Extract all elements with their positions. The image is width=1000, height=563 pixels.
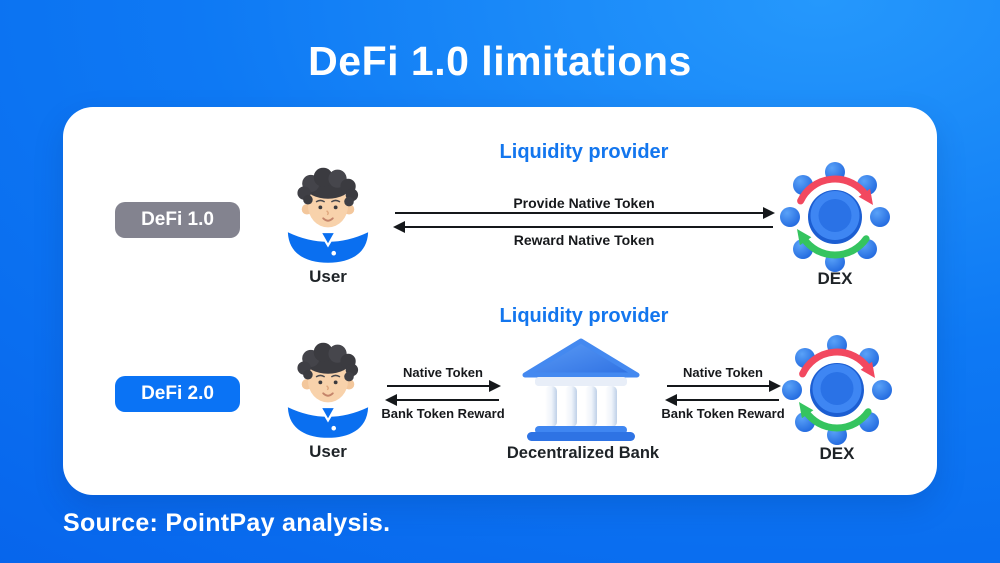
row2-user-label: User [309, 442, 347, 461]
arrow-right-icon [387, 380, 501, 392]
bank-icon [519, 337, 643, 441]
user-avatar-icon [285, 340, 371, 440]
row1-flow-arrows: Provide Native Token Reward Native Token [393, 195, 775, 255]
arrow-left-icon [393, 221, 773, 233]
arrow-right-icon [395, 207, 775, 219]
arrow-left-icon [385, 394, 499, 406]
row1-arrow-forward-label: Provide Native Token [513, 195, 655, 211]
row2-left-flow-arrows: Native Token Bank Token Reward [368, 365, 518, 427]
row2-bank-label: Decentralized Bank [506, 444, 660, 462]
arrow-right-icon [667, 380, 781, 392]
dex-icon [779, 161, 891, 273]
row1-dex-label: DEX [817, 269, 853, 288]
row2-liquidity-provider-heading: Liquidity provider [499, 305, 669, 327]
defi-1-badge: DeFi 1.0 [115, 202, 240, 238]
row1-user-label: User [309, 267, 347, 286]
source-note: Source: PointPay analysis. [63, 509, 391, 537]
arrow-left-icon [665, 394, 779, 406]
row2-right-arrow-back-label: Bank Token Reward [661, 406, 785, 421]
user-avatar-icon [285, 165, 371, 265]
row2-right-arrow-forward-label: Native Token [683, 365, 763, 380]
page-title: DeFi 1.0 limitations [308, 38, 692, 84]
row2-left-arrow-back-label: Bank Token Reward [381, 406, 505, 421]
dex-icon [781, 334, 893, 446]
row1-arrow-back-label: Reward Native Token [513, 232, 655, 248]
row1-liquidity-provider-heading: Liquidity provider [499, 141, 669, 163]
row2-right-flow-arrows: Native Token Bank Token Reward [648, 365, 798, 427]
row2-left-arrow-forward-label: Native Token [403, 365, 483, 380]
row2-dex-label: DEX [819, 444, 855, 463]
content-card: Liquidity provider DeFi 1.0 [63, 107, 937, 495]
defi-2-badge: DeFi 2.0 [115, 376, 240, 412]
